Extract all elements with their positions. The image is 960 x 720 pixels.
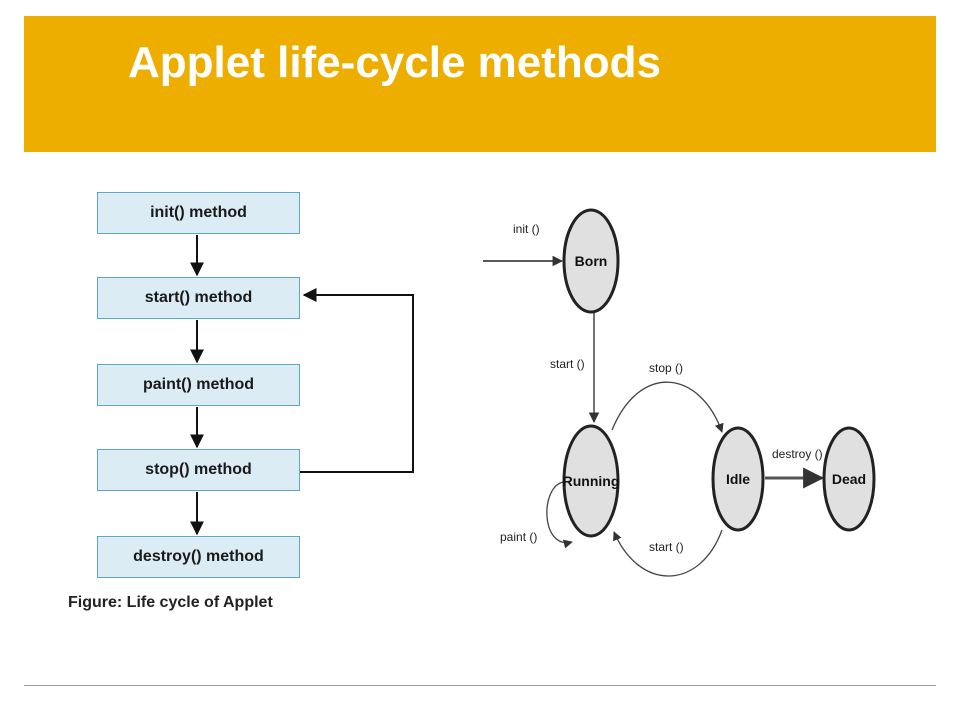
state-running-label: Running (563, 473, 620, 489)
flow-box-stop: stop() method (97, 449, 300, 491)
label-start-idle-running: start () (649, 540, 684, 554)
flow-box-paint: paint() method (97, 364, 300, 406)
edge-stop (611, 381, 724, 433)
state-born-node (562, 208, 620, 314)
slide-title: Applet life-cycle methods (128, 38, 662, 87)
edge-paint (546, 481, 573, 549)
state-dead-node (822, 426, 876, 532)
label-stop: stop () (649, 361, 683, 375)
flow-box-init: init() method (97, 192, 300, 234)
edge-start-idle-running (613, 529, 723, 577)
flow-box-destroy: destroy() method (97, 536, 300, 578)
state-dead-label: Dead (832, 471, 866, 487)
label-init: init () (513, 222, 540, 236)
state-born-label: Born (575, 253, 608, 269)
footer-divider (24, 685, 936, 686)
flow-loop-stop-to-start (300, 288, 414, 473)
state-idle-node (711, 426, 765, 532)
state-running-node (562, 424, 620, 538)
title-bar: Applet life-cycle methods (24, 16, 936, 152)
label-destroy: destroy () (772, 447, 823, 461)
label-start-born-running: start () (550, 357, 585, 371)
flow-box-start: start() method (97, 277, 300, 319)
label-paint: paint () (500, 530, 537, 544)
state-idle-label: Idle (726, 471, 750, 487)
figure-caption: Figure: Life cycle of Applet (68, 594, 273, 611)
